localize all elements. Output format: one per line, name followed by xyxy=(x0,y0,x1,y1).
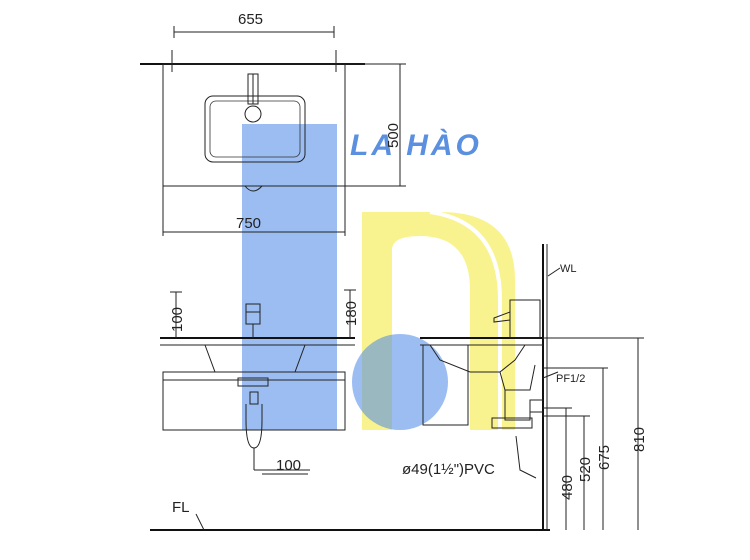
dim-655-label: 655 xyxy=(238,11,263,28)
dim-500-label: 500 xyxy=(385,123,402,148)
dim-100-bottom-label: 100 xyxy=(276,457,301,474)
wall-label: WL xyxy=(560,263,577,275)
front-view: 100 180 100 FL xyxy=(150,289,550,531)
side-view: WL PF1/2 ø49(1½")PVC 480 520 675 810 xyxy=(402,244,648,530)
height-480-label: 480 xyxy=(559,475,576,500)
pipe-label: ø49(1½")PVC xyxy=(402,461,495,478)
height-675-label: 675 xyxy=(596,445,613,470)
top-view: 655 500 750 xyxy=(140,11,406,236)
logo-yellow-arch xyxy=(362,212,515,430)
dim-100-left-label: 100 xyxy=(169,307,186,332)
watermark-logo: LA HÀO xyxy=(242,124,515,430)
supply-label: PF1/2 xyxy=(556,373,585,385)
height-810-label: 810 xyxy=(631,427,648,452)
logo-yellow-stripe xyxy=(429,210,502,430)
logo-text: LA HÀO xyxy=(350,128,482,162)
logo-blue-circle xyxy=(352,334,448,430)
dim-180-label: 180 xyxy=(343,301,360,326)
floor-label: FL xyxy=(172,499,190,516)
height-520-label: 520 xyxy=(577,457,594,482)
dim-750-label: 750 xyxy=(236,215,261,232)
logo-blue-bar xyxy=(242,124,337,430)
